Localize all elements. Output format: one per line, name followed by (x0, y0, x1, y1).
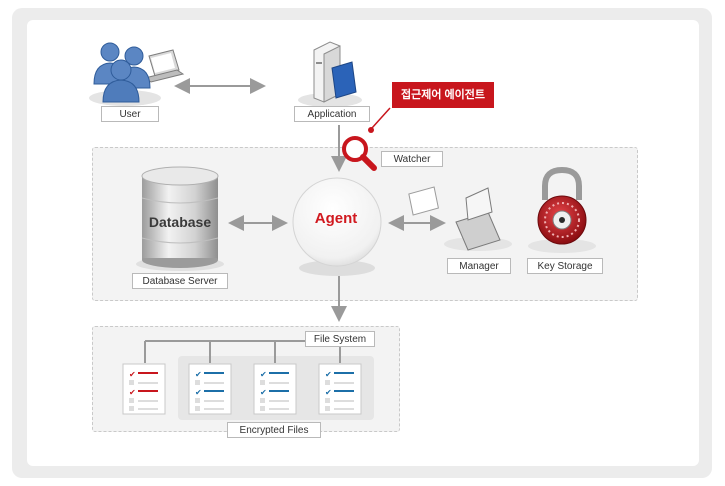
agent-sphere (292, 177, 382, 276)
svg-text:✔: ✔ (195, 388, 202, 397)
encrypted-document-1: ✔ ✔ (188, 363, 232, 415)
connectors (174, 78, 446, 322)
users-icon (89, 42, 185, 106)
svg-text:✔: ✔ (260, 370, 267, 379)
manager-label: Manager (447, 258, 511, 274)
svg-text:✔: ✔ (325, 370, 332, 379)
database-icon (136, 166, 224, 271)
encrypted-files-label: Encrypted Files (227, 422, 321, 438)
padlock-icon (528, 166, 596, 253)
file-system-label: File System (305, 331, 375, 347)
server-floppy-icon (298, 41, 362, 107)
user-label: User (101, 106, 159, 122)
document-icon: ✔ ✔ (122, 363, 166, 415)
svg-text:✔: ✔ (129, 370, 136, 379)
agent-label: Agent (314, 210, 358, 227)
svg-text:✔: ✔ (129, 388, 136, 397)
encrypted-document-2: ✔ ✔ (253, 363, 297, 415)
database-label: Database (148, 214, 212, 230)
svg-text:✔: ✔ (260, 388, 267, 397)
svg-text:✔: ✔ (325, 388, 332, 397)
watcher-label: Watcher (381, 151, 443, 167)
svg-text:✔: ✔ (195, 370, 202, 379)
key-storage-label: Key Storage (527, 258, 603, 274)
magnifier-icon (342, 136, 377, 171)
application-label: Application (294, 106, 370, 122)
laptop-icon (408, 186, 512, 251)
database-server-label: Database Server (132, 273, 228, 289)
callout-pointer (371, 107, 391, 129)
access-control-agent-callout: 접근제어 에이전트 (392, 82, 494, 108)
encrypted-document-3: ✔ ✔ (318, 363, 362, 415)
